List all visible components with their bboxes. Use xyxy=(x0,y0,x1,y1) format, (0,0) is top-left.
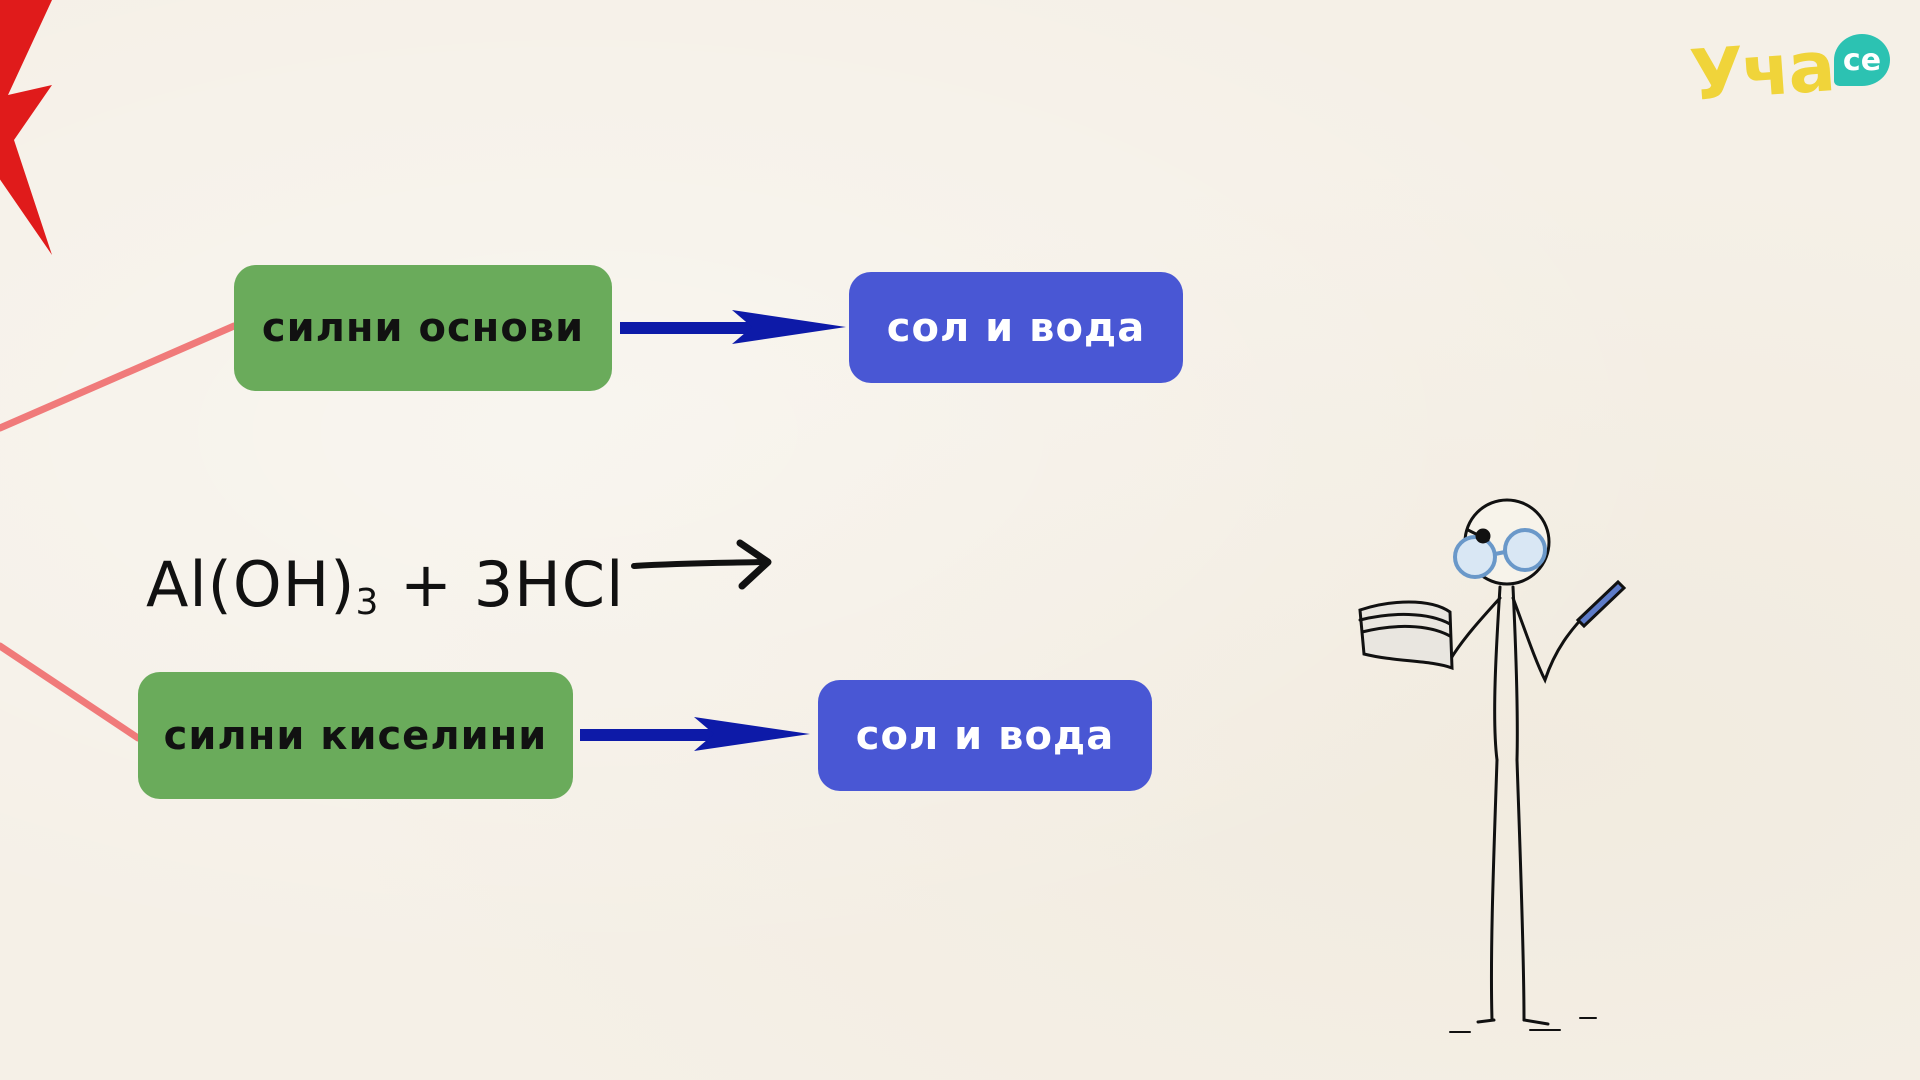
connector-to-strong-acids xyxy=(0,642,142,742)
equation-subscript: 3 xyxy=(355,582,380,623)
salt-and-water-box-bottom: сол и вода xyxy=(818,680,1152,791)
red-star-icon xyxy=(0,0,52,255)
connector-to-strong-bases xyxy=(0,322,238,432)
strong-acids-box: силни киселини xyxy=(138,672,573,799)
equation-part-1: Al(OH) xyxy=(146,548,356,621)
bottom-arrow xyxy=(580,717,810,751)
top-arrow xyxy=(620,310,846,344)
ucha-se-logo: Уча се xyxy=(1687,25,1890,117)
reaction-equation: Al(OH)3 + 3HCl xyxy=(146,548,624,623)
salt-and-water-box-top: сол и вода xyxy=(849,272,1183,383)
reaction-arrow xyxy=(631,539,772,590)
logo-speech-bubble-icon: се xyxy=(1834,34,1890,86)
logo-text: Уча xyxy=(1687,25,1836,117)
equation-part-2: + 3HCl xyxy=(379,548,625,621)
strong-bases-box: силни основи xyxy=(234,265,612,391)
stick-figure-teacher xyxy=(1358,498,1627,1033)
